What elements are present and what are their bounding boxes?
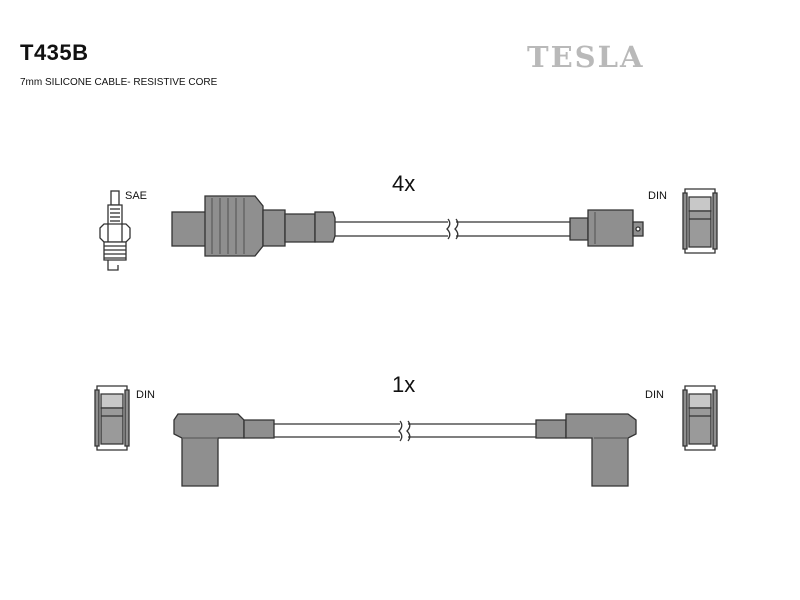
cable-description: 7mm SILICONE CABLE- RESISTIVE CORE — [20, 77, 218, 88]
quantity-row-1: 4x — [392, 171, 416, 196]
sae-boot — [171, 195, 336, 257]
din-terminal-icon — [94, 385, 130, 451]
din-boot-straight — [569, 209, 644, 247]
end-label-sae: SAE — [125, 190, 148, 202]
spark-plug-icon — [99, 190, 131, 271]
brand-logo: TESLA — [527, 40, 645, 74]
quantity-row-2: 1x — [392, 372, 416, 397]
end-label-din: DIN — [136, 389, 155, 401]
cable-row-2 — [274, 420, 536, 442]
cable-row-1 — [335, 218, 570, 240]
angled-boot-right — [535, 413, 637, 487]
part-number: T435B — [20, 40, 89, 65]
din-terminal-icon — [682, 385, 718, 451]
end-label-din: DIN — [648, 190, 667, 202]
end-label-din: DIN — [645, 389, 664, 401]
angled-boot-left — [173, 413, 275, 487]
din-terminal-icon — [682, 188, 718, 254]
